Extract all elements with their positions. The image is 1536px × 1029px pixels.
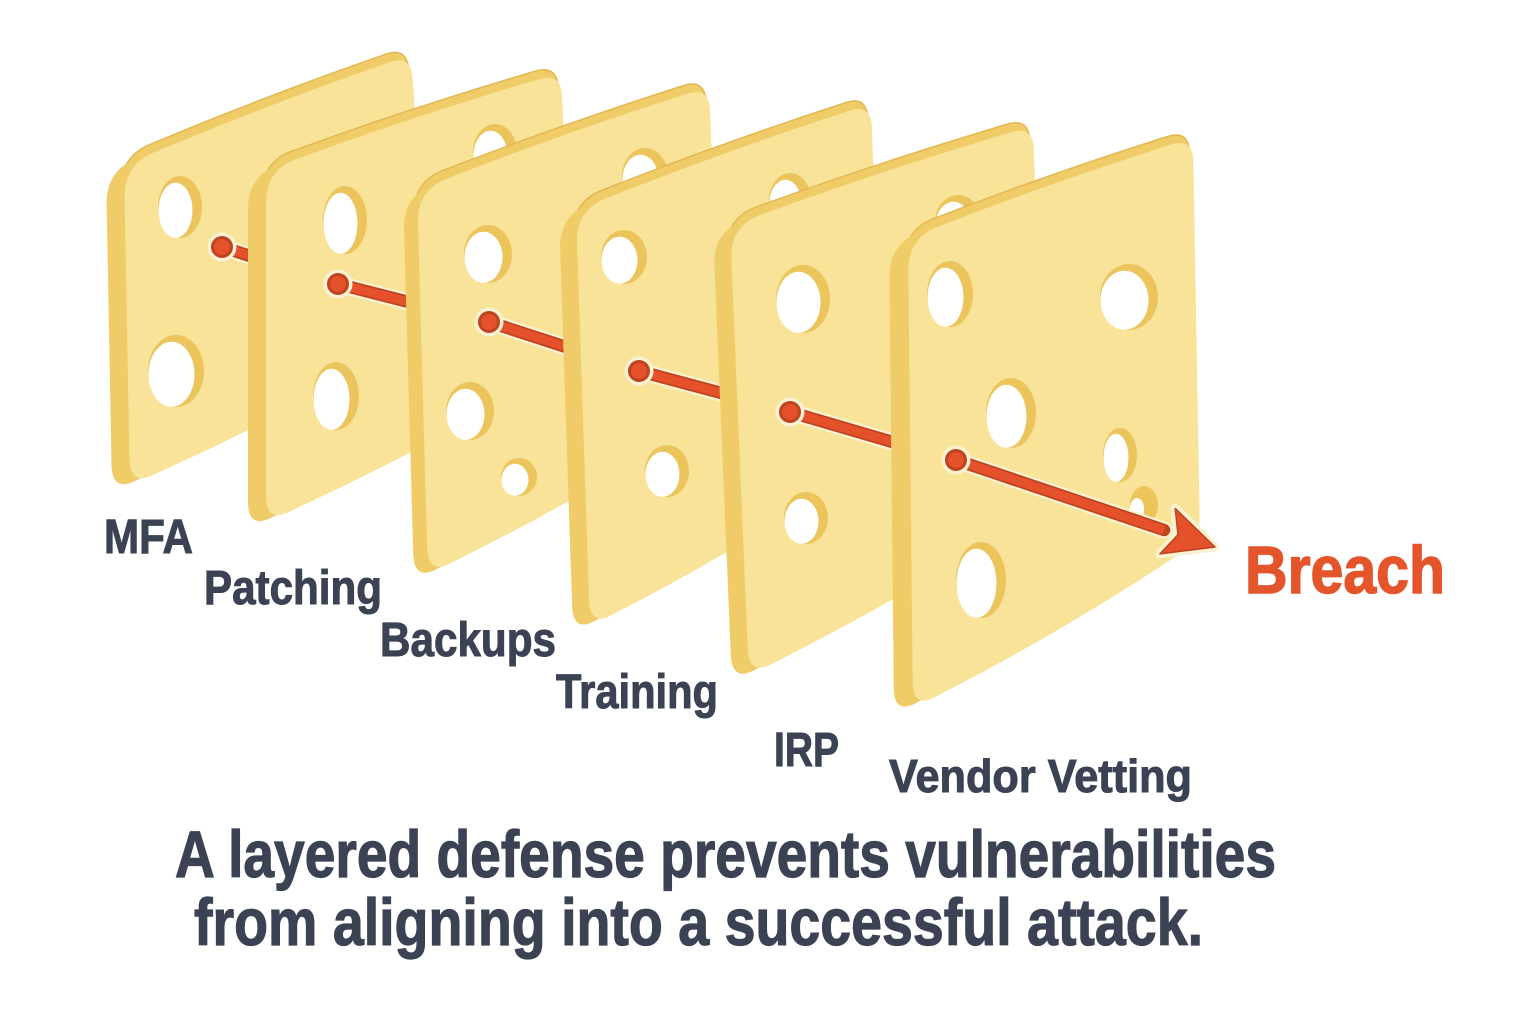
svg-text:Backups: Backups [380, 614, 556, 667]
svg-text:Breach: Breach [1245, 533, 1445, 608]
svg-text:A layered defense prevents vul: A layered defense prevents vulnerabiliti… [175, 817, 1276, 891]
svg-text:from aligning into a successfu: from aligning into a successful attack. [194, 885, 1203, 959]
svg-text:Patching: Patching [204, 562, 382, 615]
svg-text:Training: Training [556, 666, 718, 719]
svg-text:MFA: MFA [104, 511, 193, 564]
svg-text:IRP: IRP [774, 724, 839, 777]
svg-text:Vendor Vetting: Vendor Vetting [889, 750, 1192, 802]
